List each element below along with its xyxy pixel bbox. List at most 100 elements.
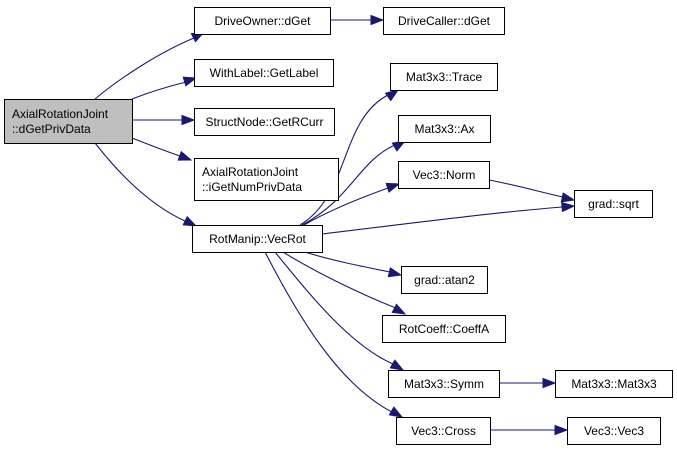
edge-line: [282, 251, 397, 309]
edge-root-to-withlabel_getlabel: [131, 76, 198, 100]
node-box[interactable]: [194, 108, 335, 136]
edges-layer: [94, 14, 576, 436]
arrowhead-icon: [388, 406, 404, 418]
arrowhead-icon: [560, 192, 576, 203]
edge-line: [304, 251, 391, 273]
nodes-layer: AxialRotationJoint::dGetPrivData DriveOwn…: [4, 7, 673, 445]
node-label: Vec3::Cross: [411, 424, 476, 438]
node-box[interactable]: [192, 225, 323, 253]
node-label: DriveOwner::dGet: [214, 14, 311, 28]
edge-root-to-structnode_getrcurr: [132, 114, 196, 126]
node-label: grad::atan2: [414, 273, 475, 287]
node-box[interactable]: [396, 417, 491, 445]
node-mat3x3-symm[interactable]: Mat3x3::Symm: [388, 370, 500, 398]
node-label: RotManip::VecRot: [209, 232, 306, 246]
edge-root-to-rotmanip_vecrot: [94, 142, 198, 227]
arrowhead-icon: [542, 377, 557, 389]
node-label: ::iGetNumPrivData: [202, 180, 302, 194]
node-mat3x3-trace[interactable]: Mat3x3::Trace: [390, 63, 498, 91]
edge-line: [131, 81, 187, 100]
edge-rotmanip_vecrot-to-rotcoeff_coeffa: [282, 251, 407, 315]
edge-line: [94, 142, 186, 222]
node-box[interactable]: [398, 161, 490, 189]
edge-line: [488, 179, 564, 198]
edge-root-to-axial_igetnumprivdata: [131, 137, 193, 161]
edge-rotmanip_vecrot-to-mat3x3_trace: [299, 89, 400, 226]
node-label: Vec3::Vec3: [584, 424, 644, 438]
edge-line: [264, 251, 393, 413]
edge-line: [274, 251, 394, 365]
node-root[interactable]: AxialRotationJoint::dGetPrivData: [4, 99, 133, 144]
node-box[interactable]: [388, 370, 500, 398]
node-structnode-getrcurr[interactable]: StructNode::GetRCurr: [194, 108, 335, 136]
node-box[interactable]: [382, 315, 506, 343]
node-box[interactable]: [401, 266, 488, 294]
node-label: Mat3x3::Ax: [414, 122, 474, 136]
node-box[interactable]: [390, 63, 498, 91]
node-vec3-cross[interactable]: Vec3::Cross: [396, 417, 491, 445]
node-label: Mat3x3::Symm: [404, 377, 484, 391]
node-rotcoeff-coeffa[interactable]: RotCoeff::CoeffA: [382, 315, 506, 343]
node-grad-atan2[interactable]: grad::atan2: [401, 266, 488, 294]
edge-line: [299, 94, 389, 226]
node-vec3-vec3[interactable]: Vec3::Vec3: [567, 417, 661, 445]
edge-driveowner_dget-to-drivecaller_dget: [330, 14, 385, 26]
arrowhead-icon: [181, 114, 196, 126]
node-axial-igetnumprivdata[interactable]: AxialRotationJoint::iGetNumPrivData: [194, 158, 339, 201]
node-label: AxialRotationJoint: [202, 165, 299, 179]
node-mat3x3-mat3x3[interactable]: Mat3x3::Mat3x3: [555, 370, 673, 398]
arrowhead-icon: [391, 303, 407, 315]
node-box[interactable]: [383, 7, 505, 35]
edge-rotmanip_vecrot-to-grad_sqrt: [321, 201, 576, 235]
edge-rotmanip_vecrot-to-grad_atan2: [304, 251, 403, 278]
node-label: ::dGetPrivData: [12, 122, 91, 136]
edge-rotmanip_vecrot-to-vec3_norm: [303, 182, 401, 226]
node-box[interactable]: [398, 115, 491, 143]
edge-rotmanip_vecrot-to-vec3_cross: [264, 251, 404, 418]
node-label: StructNode::GetRCurr: [205, 115, 323, 129]
node-label: DriveCaller::dGet: [398, 14, 491, 28]
edge-root-to-driveowner_dget: [94, 31, 206, 100]
node-mat3x3-ax[interactable]: Mat3x3::Ax: [398, 115, 491, 143]
node-grad-sqrt[interactable]: grad::sqrt: [574, 190, 653, 218]
edge-line: [321, 206, 563, 235]
edge-line: [94, 37, 195, 100]
node-driveowner-dget[interactable]: DriveOwner::dGet: [194, 7, 331, 35]
edge-line: [303, 187, 389, 226]
edge-vec3_cross-to-vec3_vec3: [490, 424, 569, 436]
edge-mat3x3_symm-to-mat3x3_mat3x3: [499, 377, 557, 389]
arrowhead-icon: [385, 182, 401, 193]
node-label: grad::sqrt: [588, 197, 639, 211]
node-box[interactable]: [555, 370, 673, 398]
node-box[interactable]: [567, 417, 661, 445]
arrowhead-icon: [182, 215, 198, 227]
node-label: AxialRotationJoint: [12, 107, 109, 121]
arrowhead-icon: [561, 201, 576, 213]
arrowhead-icon: [554, 424, 569, 436]
node-box[interactable]: [194, 7, 331, 35]
node-label: RotCoeff::CoeffA: [399, 322, 489, 336]
edge-rotmanip_vecrot-to-mat3x3_symm: [274, 251, 405, 371]
arrowhead-icon: [370, 14, 385, 26]
node-box[interactable]: [194, 158, 339, 201]
node-label: Vec3::Norm: [413, 168, 476, 182]
arrowhead-icon: [182, 76, 198, 87]
arrowhead-icon: [389, 359, 405, 371]
edge-line: [301, 144, 396, 226]
arrowhead-icon: [177, 150, 193, 161]
node-label: WithLabel::GetLabel: [210, 66, 319, 80]
node-box[interactable]: [194, 59, 334, 87]
node-vec3-norm[interactable]: Vec3::Norm: [398, 161, 490, 189]
arrowhead-icon: [387, 267, 403, 278]
node-box[interactable]: [574, 190, 653, 218]
node-box[interactable]: [4, 99, 133, 144]
node-label: Mat3x3::Mat3x3: [571, 377, 657, 391]
edge-line: [131, 137, 181, 157]
edge-vec3_norm-to-grad_sqrt: [488, 179, 576, 203]
node-drivecaller-dget[interactable]: DriveCaller::dGet: [383, 7, 505, 35]
node-withlabel-getlabel[interactable]: WithLabel::GetLabel: [194, 59, 334, 87]
node-label: Mat3x3::Trace: [406, 70, 483, 84]
arrowhead-icon: [384, 89, 400, 102]
node-rotmanip-vecrot[interactable]: RotManip::VecRot: [192, 225, 323, 253]
